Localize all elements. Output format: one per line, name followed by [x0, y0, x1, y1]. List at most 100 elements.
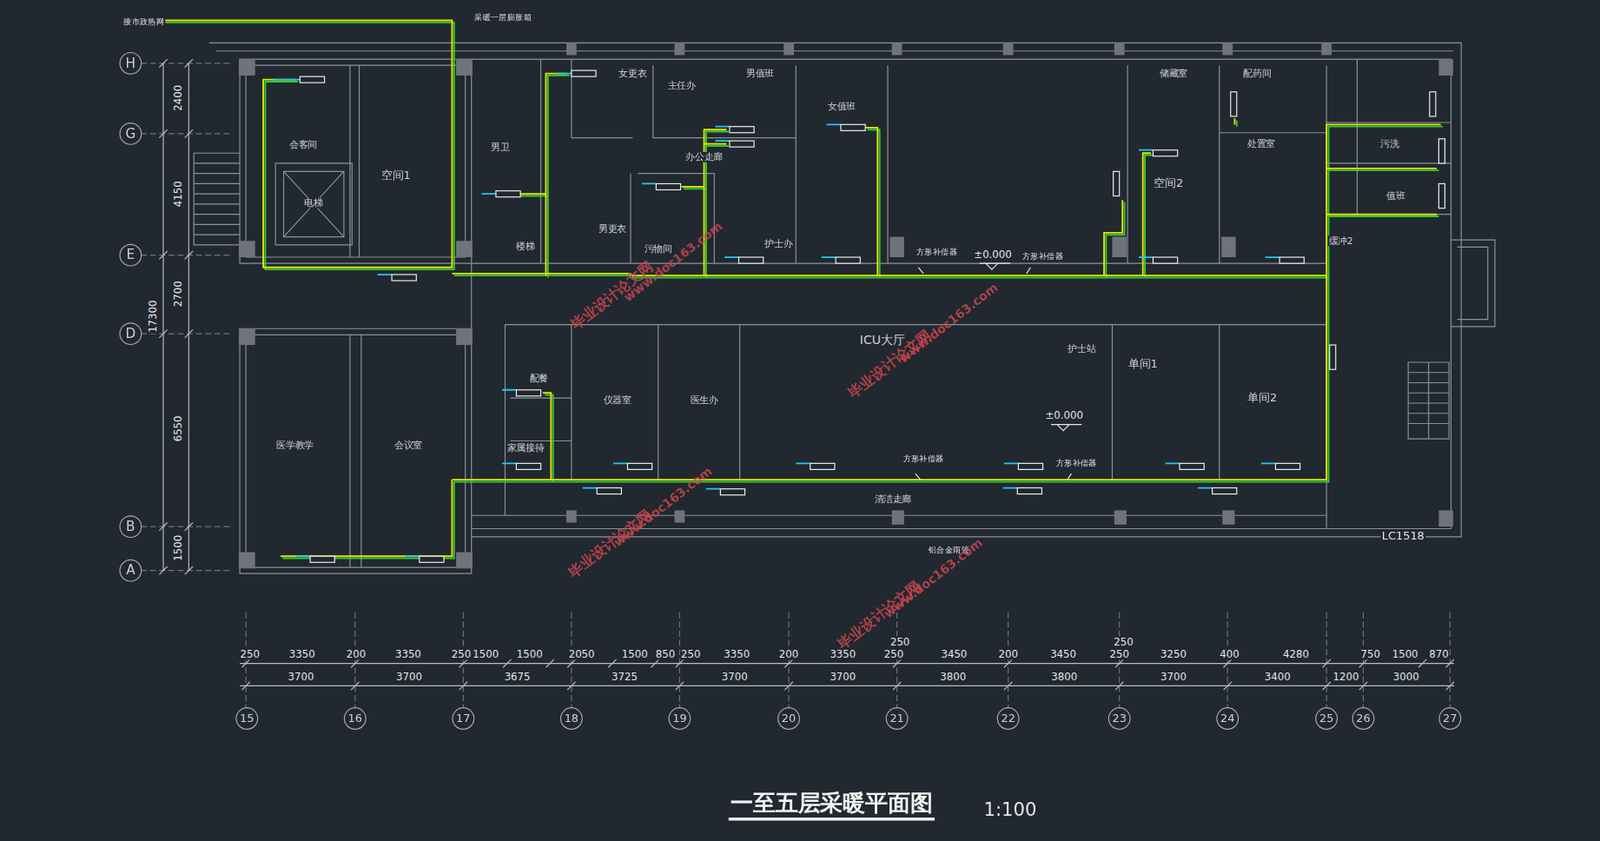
note: ±0.000 [972, 248, 1013, 260]
axis-bubble: 18 [560, 707, 583, 730]
room-label: 处置室 [1246, 138, 1277, 150]
axis-number: 16 [348, 712, 363, 725]
room-label: 医生办 [689, 395, 720, 406]
room-label: 办公走廊 [684, 152, 724, 163]
room-label: 会客间 [288, 139, 318, 151]
dimension: 250 [238, 648, 261, 661]
dimension: 6550 [171, 414, 184, 443]
watermark: www.doc163.com [896, 280, 1002, 367]
radiator [299, 70, 1445, 562]
watermark: www.doc163.com [610, 463, 716, 550]
dimension: 1500 [171, 534, 184, 562]
dimension: 3350 [394, 648, 423, 661]
room-label: 医学教学 [275, 439, 315, 450]
axis-number: 26 [1355, 712, 1370, 725]
room-name: 清洁走廊 [873, 495, 913, 506]
axis-number: E [126, 247, 136, 263]
room-label: 电梯 [303, 198, 324, 209]
axis-number: 19 [672, 712, 687, 725]
dimension: 3800 [938, 670, 967, 682]
axis-number: 23 [1111, 712, 1126, 725]
axis-bubble: 17 [451, 707, 475, 730]
note: ±0.000 [1044, 409, 1085, 422]
axis-bubble: 21 [885, 707, 909, 730]
room-label: 家属接待 [506, 442, 546, 454]
wall [193, 42, 1495, 574]
dimension-line [158, 59, 1455, 690]
dimension: 1500 [515, 648, 544, 661]
room-label: 单间2 [1246, 390, 1278, 404]
dimension: 3700 [395, 670, 424, 682]
room-name: 储藏室 [1158, 69, 1189, 80]
dimension: 250 [1112, 635, 1135, 648]
dimension: 3675 [502, 670, 531, 682]
room-name: 医学教学 [275, 440, 315, 451]
column [238, 42, 1454, 569]
axis-bubble: 23 [1108, 707, 1131, 730]
dimension: 3450 [1049, 648, 1078, 661]
axis-bubble: E [119, 244, 142, 267]
room-name: 配餐 [528, 374, 549, 385]
radiator-branch [273, 73, 1280, 557]
axis-bubble: 25 [1315, 707, 1338, 730]
dimension: 3350 [722, 648, 751, 661]
room-name: ICU大厅 [859, 333, 907, 347]
axis-number: 17 [456, 712, 470, 725]
room-label: 男值班 [745, 68, 775, 80]
room-name: 女更衣 [617, 69, 648, 80]
note: 接市政热网 [122, 18, 166, 27]
room-name: 护士办 [763, 239, 794, 251]
axis-number: D [125, 326, 136, 342]
axis-number: G [125, 125, 136, 141]
axis-bubble: 26 [1352, 707, 1376, 730]
room-label: ICU大厅 [859, 331, 907, 346]
dimension: 200 [997, 648, 1019, 661]
axis-bubble: G [119, 122, 142, 146]
room-name: 缓冲2 [1327, 237, 1354, 248]
room-name: 配药间 [1242, 69, 1272, 80]
room-name: 男卫 [489, 142, 510, 153]
dimension: 200 [345, 648, 368, 661]
room-label: 配餐 [528, 373, 549, 384]
room-name: 值班 [1385, 191, 1406, 203]
axis-bubble: H [119, 52, 142, 75]
room-label: 污洗 [1379, 138, 1400, 150]
room-label: 主任办 [667, 80, 697, 92]
room-label: 男卫 [489, 141, 510, 153]
room-label: 污物间 [643, 244, 674, 255]
dimension: 1500 [1391, 648, 1420, 661]
axis-number: 25 [1319, 712, 1334, 725]
note: 方形补偿器 [1055, 459, 1098, 469]
room-name: 医生办 [689, 396, 720, 407]
dimension: 3400 [1263, 670, 1292, 682]
note: 方形补偿器 [915, 248, 959, 258]
watermark: www.doc163.com [621, 218, 727, 305]
room-label: 男更衣 [597, 223, 628, 234]
dimension: 250 [450, 648, 473, 661]
dimension: 1200 [1331, 670, 1360, 682]
axis-number: 27 [1442, 712, 1457, 725]
room-label: 护士站 [1066, 343, 1097, 355]
room-name: 护士站 [1066, 344, 1097, 356]
room-label: 配药间 [1242, 68, 1272, 80]
dimension: 400 [1218, 648, 1241, 661]
room-label: 女值班 [826, 100, 857, 112]
axis-bubble: 20 [777, 707, 800, 730]
dimension: 4150 [171, 179, 184, 208]
dimension: 3700 [286, 670, 315, 682]
room-name: 污洗 [1379, 139, 1400, 151]
room-name: 污物间 [643, 244, 674, 256]
room-name: 空间2 [1152, 177, 1184, 190]
dimension: 3450 [939, 648, 968, 661]
dimension: 3700 [1159, 670, 1188, 682]
axis-number: 18 [564, 712, 579, 725]
dimension: 1500 [621, 648, 649, 661]
dimension: 850 [654, 648, 677, 661]
room-name: 主任办 [667, 81, 697, 93]
room-label: 会议室 [393, 439, 424, 450]
room-label: 女更衣 [617, 68, 648, 80]
room-name: 女值班 [826, 101, 857, 113]
room-label: 储藏室 [1158, 68, 1189, 80]
axis-number: 15 [239, 712, 254, 725]
leader-mark [915, 263, 1082, 480]
